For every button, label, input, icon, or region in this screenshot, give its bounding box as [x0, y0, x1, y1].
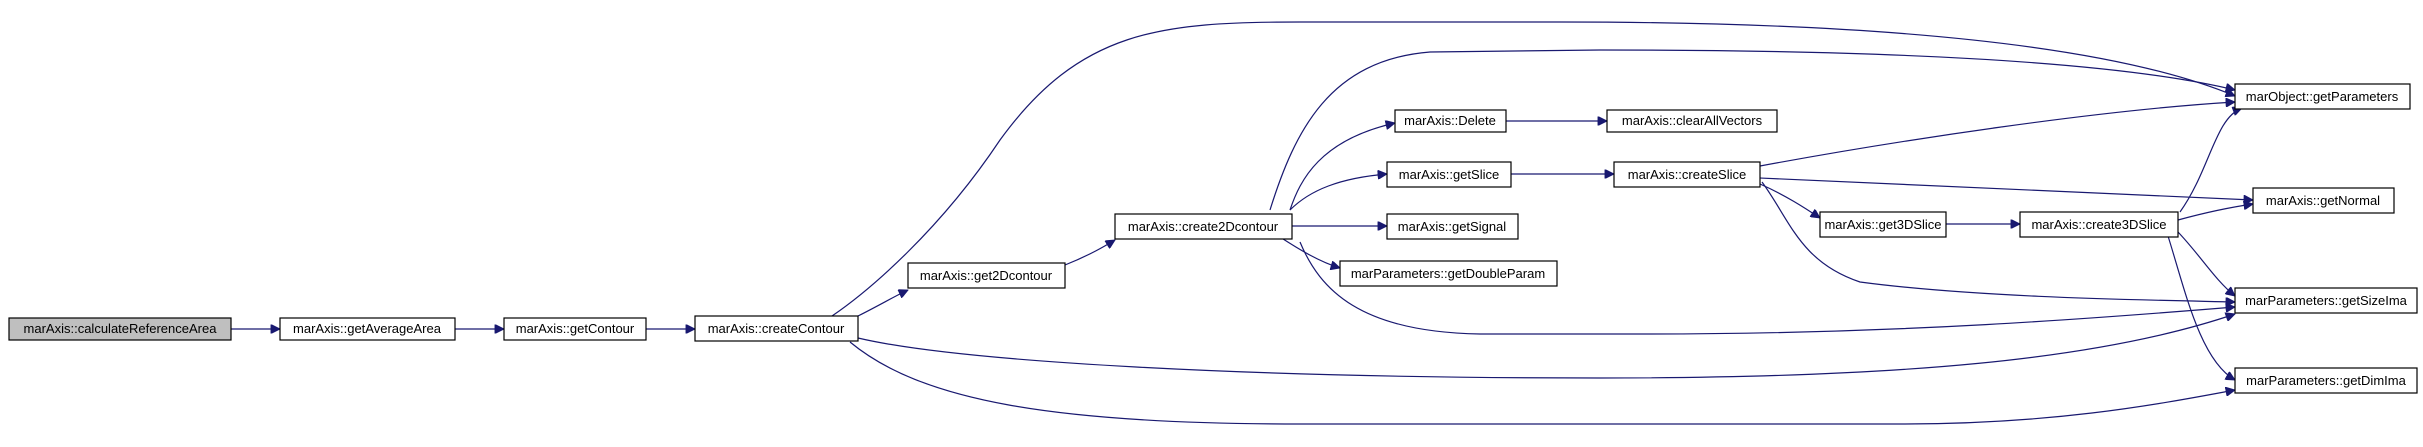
edges — [231, 21, 2253, 425]
edge-createSlice-getNormal — [1759, 177, 2253, 200]
node-label: marAxis::create2Dcontour — [1128, 219, 1279, 234]
node-get-slice[interactable]: marAxis::getSlice — [1386, 161, 1512, 188]
node-label: marAxis::createSlice — [1628, 167, 1746, 182]
node-calculate-reference-area[interactable]: marAxis::calculateReferenceArea — [8, 317, 232, 341]
node-label: marAxis::getContour — [516, 321, 635, 336]
edge-create2Dcontour-getSizeIma — [1299, 241, 2235, 335]
edge-create2Dcontour-getSlice — [1289, 174, 1387, 211]
edge-createSlice-get3DSlice — [1759, 183, 1820, 218]
edge-create2Dcontour-getDoubleParam — [1279, 236, 1340, 268]
node-get-2d-contour[interactable]: marAxis::get2Dcontour — [907, 262, 1066, 289]
edge-createSlice-getSizeIma — [1761, 181, 2235, 302]
node-label: marParameters::getSizeIma — [2245, 293, 2408, 308]
node-get-parameters[interactable]: marObject::getParameters — [2234, 83, 2411, 110]
edge-create3DSlice-getDimIma — [2167, 235, 2235, 381]
edge-create3DSlice-getSizeIma — [2177, 231, 2235, 296]
node-create-contour[interactable]: marAxis::createContour — [694, 315, 859, 342]
node-create-2d-contour[interactable]: marAxis::create2Dcontour — [1114, 213, 1293, 240]
node-clear-all-vectors[interactable]: marAxis::clearAllVectors — [1606, 109, 1778, 133]
node-get-normal[interactable]: marAxis::getNormal — [2252, 187, 2395, 214]
node-get-size-ima[interactable]: marParameters::getSizeIma — [2234, 287, 2418, 314]
edge-createContour-get2Dcontour — [857, 290, 908, 317]
node-get-double-param[interactable]: marParameters::getDoubleParam — [1339, 260, 1558, 287]
node-get-average-area[interactable]: marAxis::getAverageArea — [279, 317, 456, 341]
edge-createSlice-getParameters — [1759, 102, 2235, 167]
edge-get2Dcontour-create2Dcontour — [1064, 240, 1115, 266]
nodes: marAxis::calculateReferenceArea marAxis:… — [8, 83, 2418, 394]
node-label: marAxis::createContour — [708, 321, 845, 336]
node-label: marAxis::get2Dcontour — [920, 268, 1053, 283]
edge-createContour-getSizeIma — [857, 314, 2235, 379]
node-get-signal[interactable]: marAxis::getSignal — [1386, 213, 1519, 240]
node-label: marAxis::calculateReferenceArea — [24, 321, 218, 336]
node-label: marAxis::getAverageArea — [293, 321, 442, 336]
node-get-dim-ima[interactable]: marParameters::getDimIma — [2234, 367, 2418, 394]
node-label: marAxis::create3DSlice — [2031, 217, 2166, 232]
node-label: marAxis::clearAllVectors — [1622, 113, 1763, 128]
node-get-contour[interactable]: marAxis::getContour — [503, 317, 647, 341]
node-label: marAxis::get3DSlice — [1824, 217, 1941, 232]
node-label: marAxis::getSlice — [1399, 167, 1499, 182]
node-create-3d-slice[interactable]: marAxis::create3DSlice — [2019, 211, 2179, 238]
node-delete[interactable]: marAxis::Delete — [1394, 109, 1507, 133]
node-create-slice[interactable]: marAxis::createSlice — [1613, 161, 1761, 188]
edge-create3DSlice-getParameters — [2179, 108, 2242, 213]
edge-createContour-getDimIma — [849, 341, 2235, 425]
node-label: marAxis::getNormal — [2266, 193, 2380, 208]
node-get-3d-slice[interactable]: marAxis::get3DSlice — [1819, 211, 1947, 238]
node-label: marAxis::getSignal — [1398, 219, 1506, 234]
edge-createContour-getParameters — [831, 21, 2235, 317]
node-label: marObject::getParameters — [2246, 89, 2399, 104]
edge-create3DSlice-getNormal — [2177, 204, 2253, 221]
node-label: marParameters::getDimIma — [2246, 373, 2406, 388]
edge-create2Dcontour-getParameters — [1269, 49, 2235, 211]
node-label: marParameters::getDoubleParam — [1351, 266, 1545, 281]
node-label: marAxis::Delete — [1404, 113, 1496, 128]
edge-create2Dcontour-delete — [1289, 123, 1395, 211]
